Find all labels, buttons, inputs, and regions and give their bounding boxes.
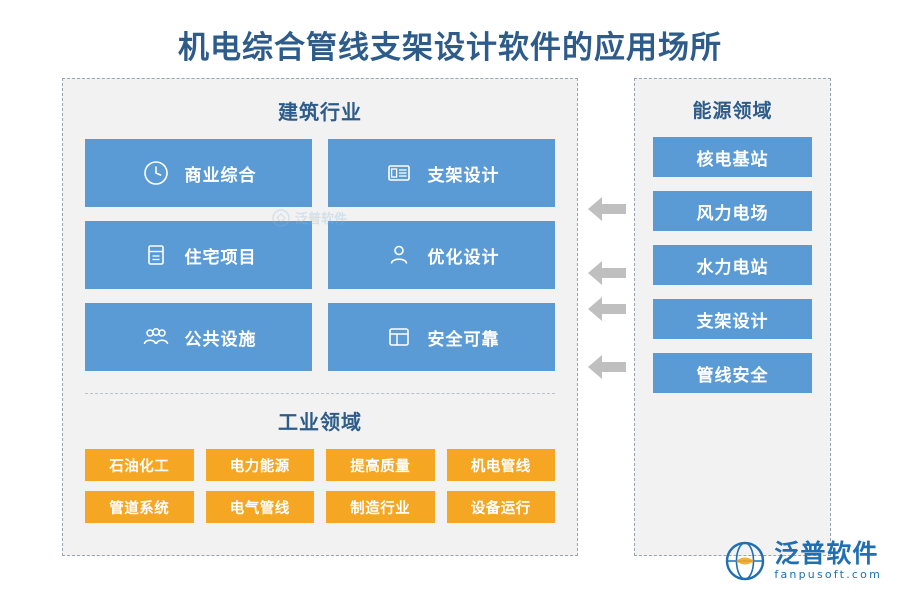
energy-item-hydro[interactable]: 水力电站 [653,245,812,285]
people-group-icon [141,322,171,352]
card-safe-reliable[interactable]: 安全可靠 [328,303,555,371]
energy-item-pipeline-safety[interactable]: 管线安全 [653,353,812,393]
industrial-tag-grid: 石油化工 电力能源 提高质量 机电管线 管道系统 电气管线 制造行业 设备运行 [63,449,577,523]
construction-card-grid: 商业综合 支架设计 [63,139,577,371]
card-list-icon [384,158,414,188]
page-title: 机电综合管线支架设计软件的应用场所 [178,30,722,66]
logo-text-main: 泛普软件 [774,539,879,569]
card-commercial-complex[interactable]: 商业综合 [85,139,312,207]
energy-item-bracket-design[interactable]: 支架设计 [653,299,812,339]
card-public-facility[interactable]: 公共设施 [85,303,312,371]
left-panel-construction: 建筑行业 商业综合 支架设计 [62,78,578,556]
clock-icon [141,158,171,188]
card-label: 公共设施 [184,329,257,350]
person-icon [384,240,414,270]
panel-divider [85,393,555,394]
card-optimized-design[interactable]: 优化设计 [328,221,555,289]
brand-logo: 泛普软件 fanpusoft.com [724,540,882,582]
left-panel-heading: 建筑行业 [278,100,362,124]
tag-power-energy[interactable]: 电力能源 [205,449,314,481]
energy-item-wind[interactable]: 风力电场 [653,191,812,231]
card-label: 安全可靠 [427,329,500,350]
tag-electrical-pipeline[interactable]: 电气管线 [205,491,314,523]
tag-manufacturing[interactable]: 制造行业 [326,491,435,523]
card-label: 优化设计 [427,247,500,268]
card-bracket-design[interactable]: 支架设计 [328,139,555,207]
tag-improve-quality[interactable]: 提高质量 [326,449,435,481]
industrial-heading: 工业领域 [278,410,362,434]
right-panel-energy: 能源领域 核电基站 风力电场 水力电站 支架设计 管线安全 [634,78,831,556]
document-icon [141,240,171,270]
card-label: 支架设计 [427,165,500,186]
logo-text: 泛普软件 fanpusoft.com [774,539,882,581]
tag-piping-system[interactable]: 管道系统 [85,491,194,523]
logo-text-sub: fanpusoft.com [774,567,882,581]
card-label: 住宅项目 [184,247,257,268]
right-panel-heading: 能源领域 [692,100,773,122]
tag-equipment-operation[interactable]: 设备运行 [446,491,555,523]
arrow-left-3 [588,294,626,324]
globe-icon [726,541,765,581]
arrow-left-4 [588,352,626,382]
energy-item-nuclear[interactable]: 核电基站 [653,137,812,177]
energy-item-list: 核电基站 风力电场 水力电站 支架设计 管线安全 [635,137,830,393]
arrow-left-1 [588,194,626,224]
arrow-left-2 [588,258,626,288]
card-residential-project[interactable]: 住宅项目 [85,221,312,289]
window-icon [384,322,414,352]
card-label: 商业综合 [184,165,257,186]
tag-petrochemical[interactable]: 石油化工 [85,449,194,481]
tag-mep-pipeline[interactable]: 机电管线 [446,449,555,481]
